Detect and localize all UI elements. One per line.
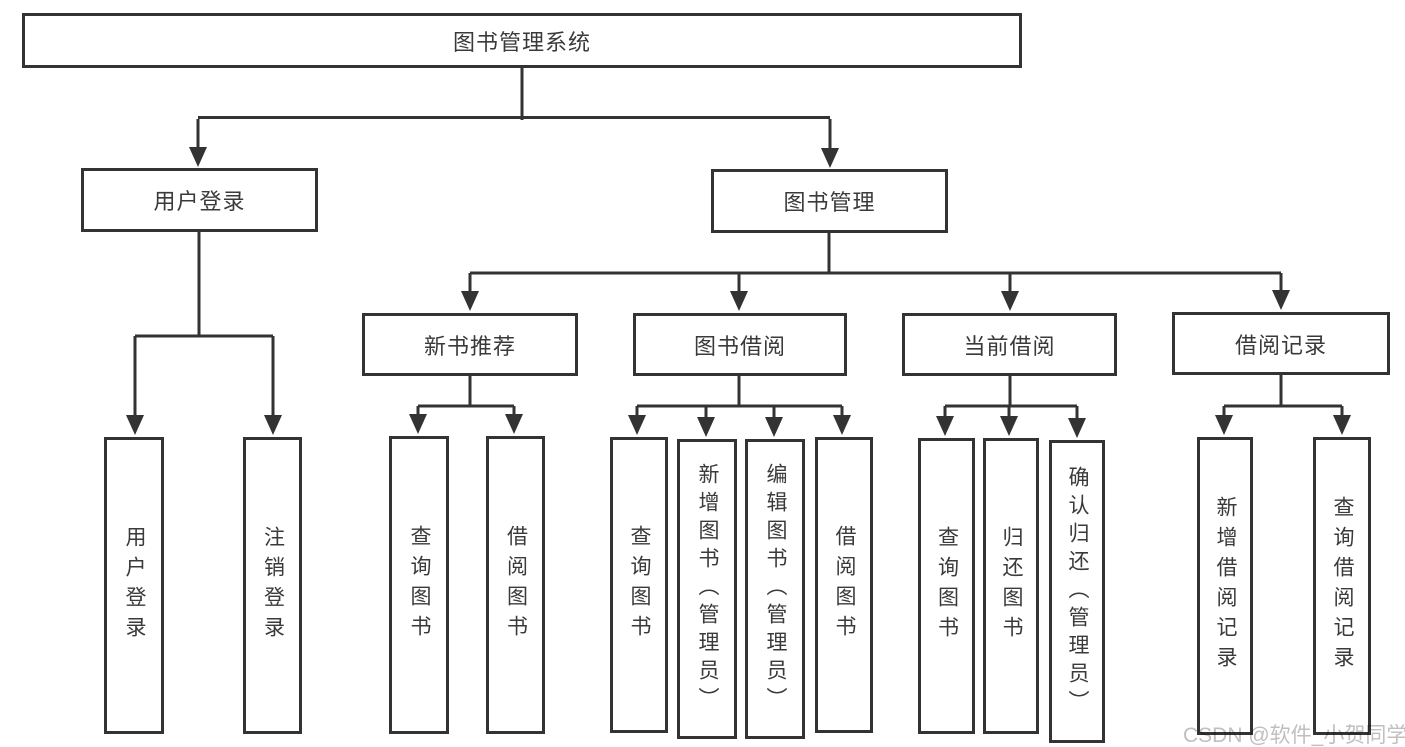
tree-edges (133, 68, 1344, 419)
leaf-query-books-recommendation: 查询图书 (389, 436, 449, 734)
leaf-confirm-return-admin: 确认归还（管理员） (1049, 440, 1105, 743)
arrowheads (126, 147, 1351, 438)
leaf-logout: 注销登录 (243, 437, 302, 734)
node-book-management: 图书管理 (711, 169, 948, 233)
leaf-edit-books-admin: 编辑图书（管理员） (745, 439, 805, 739)
node-book-borrowing: 图书借阅 (633, 313, 847, 376)
leaf-user-login: 用户登录 (104, 437, 164, 734)
leaf-borrow-books-recommendation: 借阅图书 (486, 436, 545, 734)
leaf-query-books-current: 查询图书 (918, 438, 975, 734)
node-current-borrowing: 当前借阅 (902, 313, 1117, 376)
node-user-login: 用户登录 (81, 168, 318, 232)
leaf-add-borrow-record: 新增借阅记录 (1197, 437, 1253, 735)
node-root-book-management-system: 图书管理系统 (22, 13, 1022, 68)
node-new-book-recommendation: 新书推荐 (362, 313, 578, 376)
leaf-return-books: 归还图书 (983, 438, 1039, 734)
leaf-query-borrow-record: 查询借阅记录 (1313, 437, 1371, 735)
leaf-borrow-books: 借阅图书 (815, 437, 873, 733)
leaf-query-books-borrowing: 查询图书 (610, 437, 668, 733)
csdn-watermark: CSDN @软件_小贺同学 (1183, 724, 1405, 747)
leaf-add-books-admin: 新增图书（管理员） (677, 439, 737, 739)
node-borrowing-records: 借阅记录 (1172, 312, 1390, 375)
